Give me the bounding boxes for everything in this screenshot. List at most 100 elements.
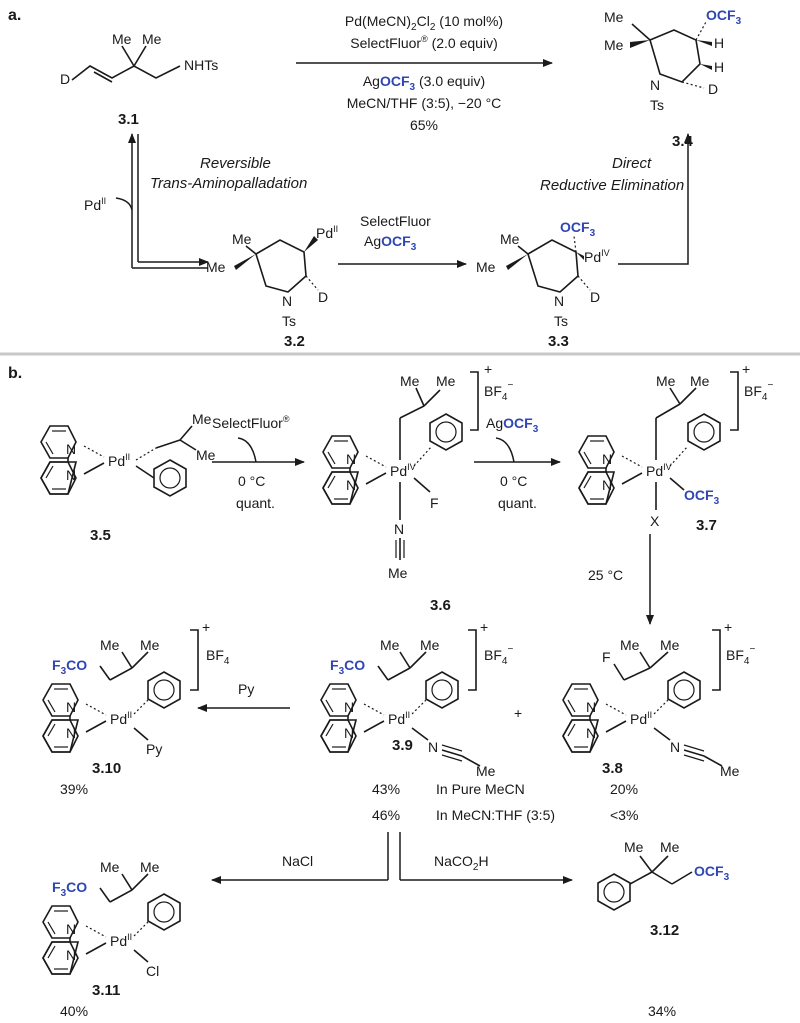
svg-text:Me: Me: [140, 859, 160, 875]
svg-text:3.1: 3.1: [118, 111, 139, 128]
compound-3-9: N N PdII F3CO Me Me N Me + BF4− 3.9: [320, 619, 513, 779]
svg-text:H: H: [714, 35, 724, 51]
cond-mecn-thf: In MeCN:THF (3:5): [436, 807, 555, 823]
svg-text:PdIV: PdIV: [584, 248, 610, 265]
svg-text:Ts: Ts: [554, 313, 568, 329]
svg-text:N: N: [602, 477, 612, 493]
svg-text:N: N: [394, 521, 404, 537]
compound-3-6: N N PdIV Me Me F N Me + BF4− 3.6: [322, 361, 513, 614]
svg-text:Me: Me: [604, 37, 624, 53]
cond-naco2h: NaCO2H: [434, 853, 489, 873]
compound-3-2: Me Me PdII D N Ts 3.2: [206, 224, 338, 350]
cond-oxidant: SelectFluor® (2.0 equiv): [350, 34, 498, 51]
svg-text:OCF3: OCF3: [560, 219, 596, 239]
svg-text:BF4: BF4: [206, 647, 230, 667]
panel-a-label: a.: [8, 7, 21, 24]
svg-text:+: +: [724, 619, 732, 635]
direct-label-2: Reductive Elimination: [540, 177, 684, 194]
yield-3-10: 39%: [60, 781, 88, 797]
svg-text:N: N: [282, 293, 292, 309]
cond-agocf3: AgOCF3 (3.0 equiv): [363, 73, 485, 93]
svg-text:D: D: [708, 81, 718, 97]
svg-text:Me: Me: [476, 763, 496, 779]
cond-selectfluor: SelectFluor®: [212, 414, 290, 431]
panel-b-label: b.: [8, 365, 22, 382]
yield-3-8-thf: <3%: [610, 807, 638, 823]
svg-text:3.5: 3.5: [90, 527, 111, 544]
svg-text:PdIV: PdIV: [646, 462, 672, 479]
svg-text:3.11: 3.11: [92, 982, 120, 999]
mid-cond-selectfluor: SelectFluor: [360, 213, 431, 229]
svg-text:N: N: [670, 739, 680, 755]
compound-3-11: N N PdII F3CO Me Me Cl 3.11: [42, 859, 181, 999]
svg-text:Cl: Cl: [146, 963, 159, 979]
svg-text:Me: Me: [720, 763, 740, 779]
cond-catalyst: Pd(MeCN)2Cl2 (10 mol%): [345, 13, 503, 33]
svg-text:N: N: [66, 921, 76, 937]
compound-3-8: N N PdII F Me Me N Me + BF4− 3.8: [562, 619, 755, 779]
svg-text:Me: Me: [100, 637, 120, 653]
svg-text:OCF3: OCF3: [694, 863, 730, 883]
svg-text:Me: Me: [388, 565, 408, 581]
yield-3-9-thf: 46%: [372, 807, 400, 823]
svg-text:3.12: 3.12: [650, 922, 679, 939]
svg-text:+: +: [484, 361, 492, 377]
yield-3-9-mecn: 43%: [372, 781, 400, 797]
svg-text:quant.: quant.: [498, 495, 537, 511]
svg-text:PdIV: PdIV: [390, 462, 416, 479]
compound-3-1: D Me Me NHTs 3.1: [60, 31, 218, 128]
svg-text:N: N: [602, 451, 612, 467]
svg-text:Me: Me: [232, 231, 252, 247]
svg-text:Ts: Ts: [282, 313, 296, 329]
svg-text:Me: Me: [660, 637, 680, 653]
svg-text:3.2: 3.2: [284, 333, 305, 350]
compound-3-5: N N PdII Me Me 3.5: [40, 411, 216, 544]
svg-text:D: D: [318, 289, 328, 305]
svg-text:N: N: [554, 293, 564, 309]
compound-3-12: Me Me OCF3 3.12: [597, 839, 730, 939]
svg-text:D: D: [60, 71, 70, 87]
yield-3-11: 40%: [60, 1003, 88, 1019]
svg-text:N: N: [66, 441, 76, 457]
svg-text:25 °C: 25 °C: [588, 567, 623, 583]
svg-text:Ts: Ts: [650, 97, 664, 113]
direct-label-1: Direct: [612, 155, 652, 172]
svg-text:N: N: [66, 699, 76, 715]
svg-text:+: +: [480, 619, 488, 635]
svg-text:N: N: [346, 477, 356, 493]
svg-text:BF4−: BF4−: [726, 644, 755, 667]
svg-text:Me: Me: [476, 259, 496, 275]
svg-text:3.6: 3.6: [430, 597, 451, 614]
svg-text:N: N: [650, 77, 660, 93]
svg-text:Me: Me: [436, 373, 456, 389]
svg-text:NaCl: NaCl: [282, 853, 313, 869]
svg-text:Me: Me: [112, 31, 132, 47]
svg-text:Me: Me: [690, 373, 710, 389]
svg-text:Me: Me: [660, 839, 680, 855]
svg-text:Py: Py: [146, 741, 162, 757]
yield-3-8-mecn: 20%: [610, 781, 638, 797]
svg-text:3.3: 3.3: [548, 333, 569, 350]
svg-text:Py: Py: [238, 681, 254, 697]
svg-text:3.7: 3.7: [696, 517, 717, 534]
svg-text:F3CO: F3CO: [52, 657, 87, 677]
svg-text:BF4−: BF4−: [744, 380, 773, 403]
svg-text:PdII: PdII: [110, 932, 132, 949]
svg-text:H: H: [714, 59, 724, 75]
pd-ii-reagent: PdII: [84, 196, 106, 213]
svg-text:3.8: 3.8: [602, 760, 623, 777]
svg-text:Me: Me: [206, 259, 226, 275]
svg-text:D: D: [590, 289, 600, 305]
svg-text:N: N: [66, 947, 76, 963]
svg-text:OCF3: OCF3: [684, 487, 720, 507]
svg-text:BF4−: BF4−: [484, 380, 513, 403]
svg-text:N: N: [66, 725, 76, 741]
svg-text:PdII: PdII: [110, 710, 132, 727]
cond-pure-mecn: In Pure MeCN: [436, 781, 525, 797]
svg-text:3.10: 3.10: [92, 760, 121, 777]
svg-text:N: N: [586, 725, 596, 741]
svg-text:quant.: quant.: [236, 495, 275, 511]
svg-text:N: N: [428, 739, 438, 755]
svg-text:Me: Me: [624, 839, 644, 855]
